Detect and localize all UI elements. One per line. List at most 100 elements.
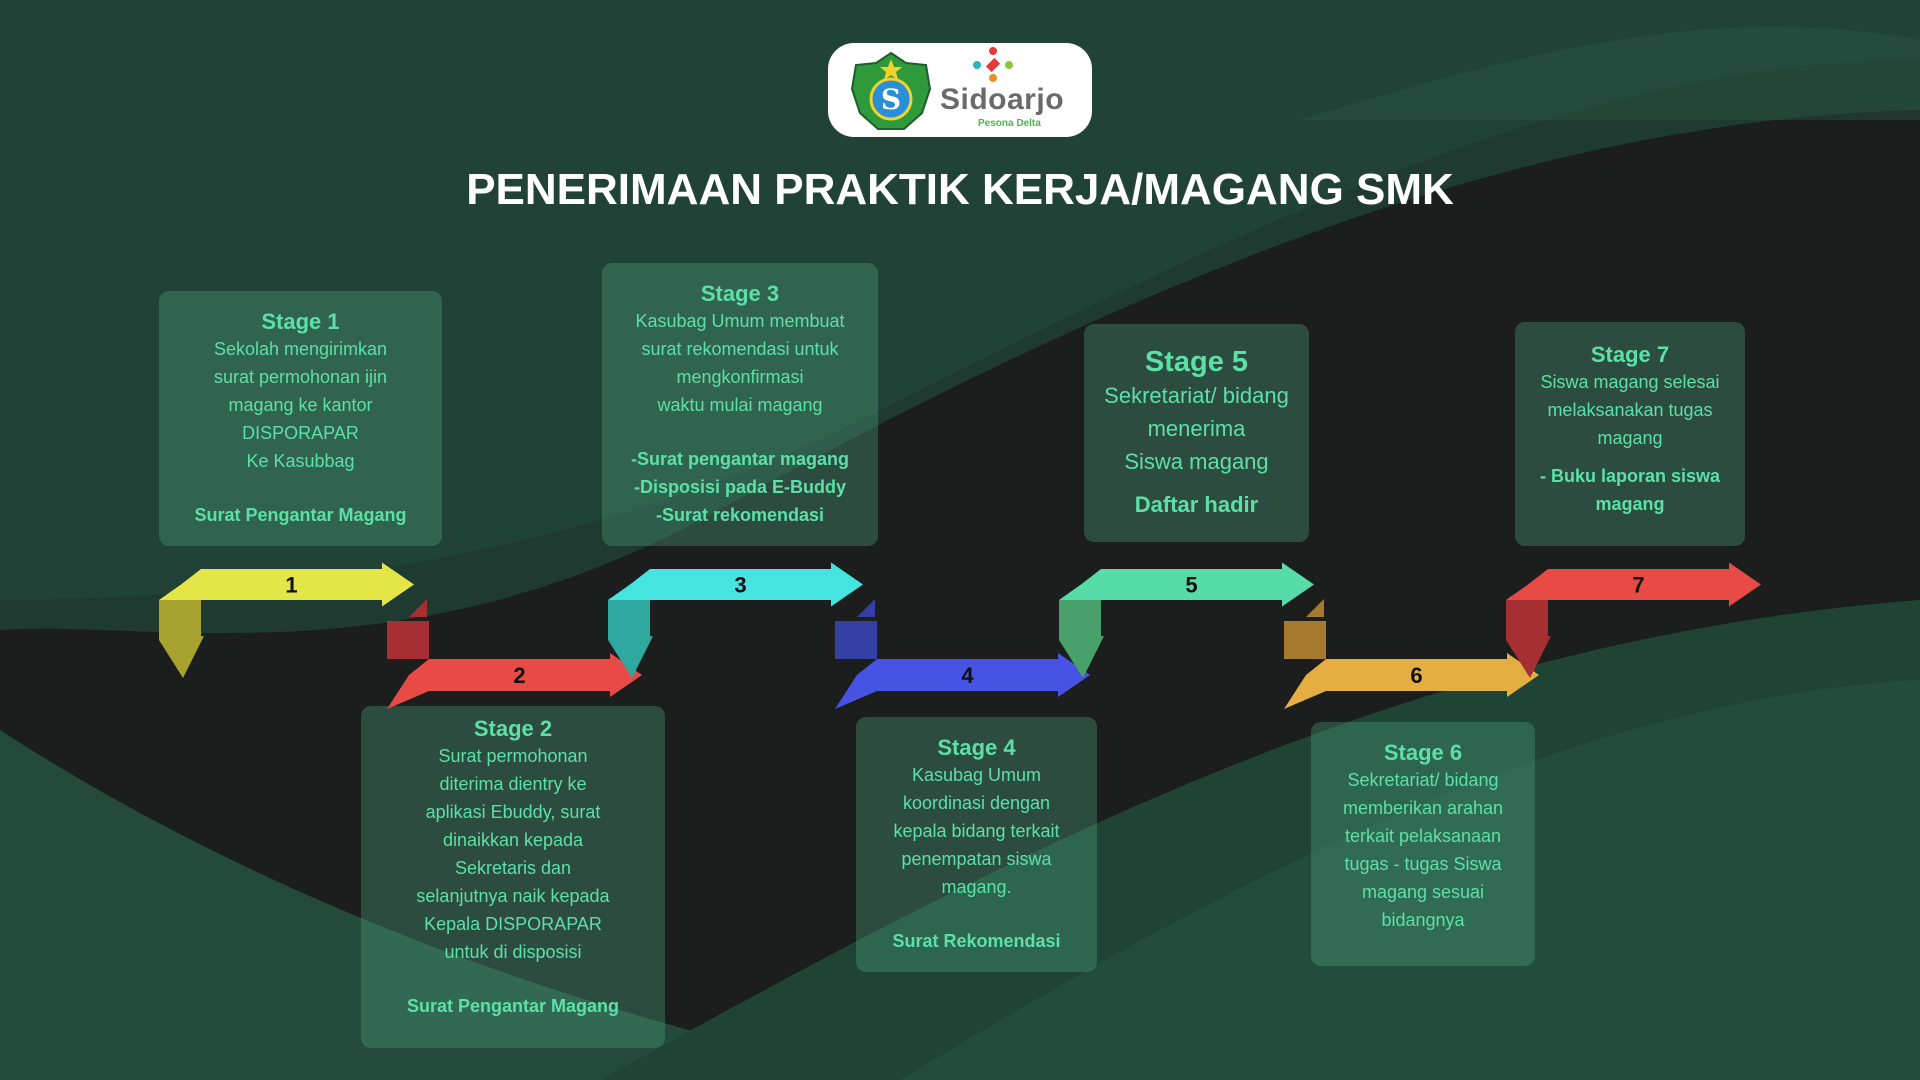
arrow-1-head <box>382 562 414 607</box>
arrow-7-connector <box>1506 600 1548 640</box>
stage-description-line: magang <box>1597 428 1663 448</box>
arrow-5-shaft <box>1101 569 1282 600</box>
stage-title: Stage 5 <box>1144 346 1249 378</box>
stage-title: Stage 3 <box>700 281 780 306</box>
arrow-6-number: 6 <box>1410 663 1422 688</box>
arrow-3-tail <box>608 569 650 600</box>
arrow-3-shaft <box>650 569 831 600</box>
arrow-5-connector <box>1059 600 1101 640</box>
arrow-1-number: 1 <box>285 573 297 598</box>
logo-tagline: Pesona Delta <box>978 118 1041 129</box>
logo-brand-text: Sidoarjo <box>940 83 1065 116</box>
stage-description-line: diterima dientry ke <box>439 774 587 794</box>
pesona-delta-ornament-icon <box>973 47 1013 82</box>
stage-4-card: Stage 4 Kasubag Umum koordinasi dengan kepa… <box>856 717 1097 972</box>
stage-description-line: magang sesuai <box>1361 882 1485 902</box>
stage-description-line: bidangnya <box>1381 910 1465 930</box>
arrow-6-shaft <box>1326 659 1507 691</box>
stage-document-line: Surat Pengantar Magang <box>194 505 407 525</box>
arrow-4-number: 4 <box>961 663 974 688</box>
stage-description-line: surat permohonan ijin <box>213 367 388 387</box>
stage-2-card: Stage 2 Surat permohonan diterima dientry … <box>361 706 665 1048</box>
stage-description-line: Sekretaris dan <box>454 858 572 878</box>
stage-description-line: magang. <box>941 877 1012 897</box>
arrow-7-number: 7 <box>1632 573 1644 598</box>
stage-document-line: magang <box>1595 494 1665 514</box>
arrow-5-tail <box>1059 569 1101 600</box>
arrow-2-shaft <box>429 659 610 691</box>
stage-description-line: Sekolah mengirimkan <box>213 339 388 359</box>
stage-description-line: aplikasi Ebuddy, surat <box>425 802 601 822</box>
arrow-6-connector-tip <box>1306 599 1324 617</box>
stage-title: Stage 2 <box>473 716 553 741</box>
stage-title: Stage 7 <box>1590 342 1670 367</box>
arrow-2-connector-tip <box>409 599 427 617</box>
stage-description-line: Siswa magang selesai <box>1540 372 1720 392</box>
arrow-1-tail <box>159 569 201 600</box>
stage-description-line: Kepala DISPORAPAR <box>424 914 602 934</box>
arrow-3-head <box>831 562 863 607</box>
arrow-6-tail <box>1284 659 1326 709</box>
arrow-7-tail <box>1506 569 1548 600</box>
arrow-1-shaft <box>201 569 382 600</box>
stage-description-line: mengkonfirmasi <box>676 367 804 387</box>
arrow-2-head <box>610 653 642 697</box>
stage-6-card: Stage 6 Sekretariat/ bidang memberikan ara… <box>1311 722 1535 966</box>
arrow-5-head <box>1282 562 1314 607</box>
stage-7-card: Stage 7 Siswa magang selesai melaksanakan … <box>1515 322 1745 546</box>
arrow-4-connector-tip <box>857 599 875 617</box>
page-title: PENERIMAAN PRAKTIK KERJA/MAGANG SMK <box>466 165 1454 214</box>
arrow-2-connector <box>387 621 429 659</box>
arrow-2-number: 2 <box>513 663 525 688</box>
sidoarjo-logo: S Sidoarjo Pesona Delta <box>828 43 1092 137</box>
stage-description-line: waktu mulai magang <box>657 395 823 415</box>
arrow-1-connector <box>159 600 201 640</box>
arrow-6-head <box>1507 653 1539 697</box>
stage-document-line: Surat Pengantar Magang <box>406 996 620 1016</box>
stage-description-line: Sekretariat/ bidang <box>1347 770 1499 790</box>
stage-document-line: -Surat pengantar magang <box>630 449 850 469</box>
stage-description-line: untuk di disposisi <box>444 942 582 962</box>
stage-document-line: Surat Rekomendasi <box>892 931 1061 951</box>
arrow-7-shaft <box>1548 569 1729 600</box>
stage-description-line: magang ke kantor <box>228 395 373 415</box>
arrow-3-number: 3 <box>734 573 746 598</box>
arrow-6-connector <box>1284 621 1326 659</box>
stage-description-line: tugas - tugas Siswa <box>1344 854 1502 874</box>
stage-description-line: Kasubag Umum membuat <box>635 311 845 331</box>
stage-description-line: Surat permohonan <box>438 746 588 766</box>
stage-description-line: Sekretariat/ bidang <box>1104 383 1289 408</box>
stage-document-line: -Disposisi pada E-Buddy <box>633 477 847 497</box>
stage-description-line: melaksanakan tugas <box>1547 400 1713 420</box>
stage-description-line: menerima <box>1147 416 1246 441</box>
arrow-1-connector-tip <box>159 636 204 678</box>
stage-description-line: Kasubag Umum <box>911 765 1042 785</box>
arrow-2-tail <box>387 659 429 709</box>
stage-1-card: Stage 1 Sekolah mengirimkan surat permohon… <box>159 291 442 546</box>
stage-description-line: koordinasi dengan <box>902 793 1051 813</box>
arrow-5-number: 5 <box>1185 573 1197 598</box>
stage-title: Stage 1 <box>261 309 340 334</box>
stage-document-line: -Surat rekomendasi <box>655 505 825 525</box>
stage-title: Stage 6 <box>1383 740 1463 765</box>
stage-description-line: memberikan arahan <box>1342 798 1504 818</box>
arrow-3-connector-tip <box>608 636 653 678</box>
arrow-4-connector <box>835 621 877 659</box>
arrow-5-connector-tip <box>1059 636 1104 678</box>
stage-document-line: Daftar hadir <box>1134 492 1259 517</box>
stage-description-line: dinaikkan kepada <box>442 830 584 850</box>
arrow-4-tail <box>835 659 877 709</box>
arrow-7-connector-tip <box>1506 636 1551 678</box>
regency-emblem-icon: S <box>850 51 932 130</box>
stage-description-line: penempatan siswa <box>901 849 1052 869</box>
arrow-4-shaft <box>877 659 1058 691</box>
svg-text:S: S <box>881 83 901 116</box>
stage-title: Stage 4 <box>937 735 1016 760</box>
stage-description-line: selanjutnya naik kepada <box>416 886 610 906</box>
stage-description-line: terkait pelaksanaan <box>1344 826 1502 846</box>
stage-description-line: kepala bidang terkait <box>893 821 1060 841</box>
